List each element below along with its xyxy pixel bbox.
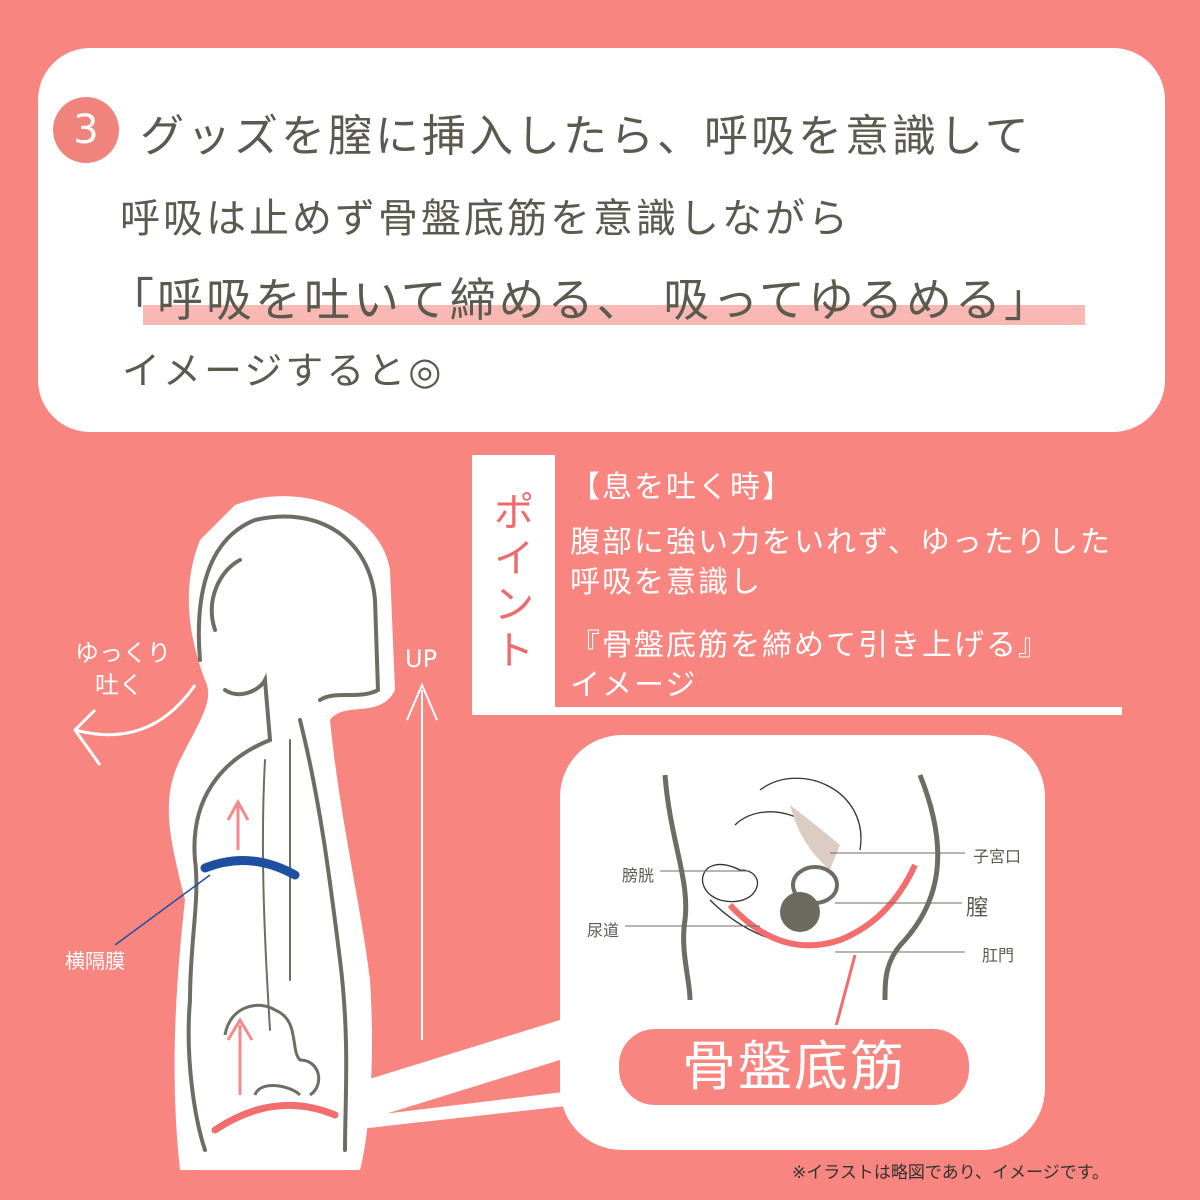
label-leaders	[625, 852, 965, 953]
diaphragm-leader	[114, 874, 211, 946]
hip-outline	[662, 774, 941, 1001]
body-pelvis-sketch	[223, 1003, 321, 1097]
instruction-card	[38, 48, 1165, 432]
uterus	[790, 805, 840, 870]
exhale-arrow	[73, 684, 197, 766]
point-label-column	[472, 455, 555, 715]
body-silhouette	[168, 496, 395, 1170]
point-label: ポイント	[494, 490, 534, 674]
pelvic-floor-arc	[211, 1101, 339, 1134]
inserted-device	[780, 892, 820, 932]
step-line-3: 「呼吸を吐いて締める、 吸ってゆるめる」	[108, 273, 1053, 327]
highlight-underline	[143, 305, 1085, 325]
exhale-label-1: ゆっくり	[75, 639, 171, 667]
diaphragm-label: 横隔膜	[65, 949, 125, 973]
up-arrows-pink	[226, 798, 254, 1095]
label-cervix: 子宮口	[973, 847, 1022, 866]
connector-beam-2	[350, 1085, 620, 1130]
pelvic-floor-label: 骨盤底筋	[615, 1025, 973, 1109]
point-underline	[472, 707, 1122, 715]
up-arrow-white	[406, 682, 438, 1040]
label-vagina: 膣	[966, 896, 989, 921]
up-label: UP	[405, 645, 438, 673]
label-urethra: 尿道	[587, 921, 620, 940]
step-line-2: 呼吸は止めず骨盤底筋を意識しながら	[120, 196, 851, 242]
label-bladder: 膀胱	[622, 866, 655, 885]
organ-outlines	[702, 777, 862, 947]
point-line-3: 『骨盤底筋を締めて引き上げる』	[570, 628, 1050, 663]
label-anus: 肛門	[982, 946, 1015, 965]
step-number-badge: 3	[53, 97, 119, 163]
body-outline	[186, 514, 381, 1152]
exhale-label-2: 吐く	[95, 671, 143, 699]
pelvic-floor-muscle	[727, 863, 918, 949]
connector-beam	[350, 1020, 560, 1125]
point-heading: 【息を吐く時】	[570, 470, 794, 505]
diaphragm-line	[200, 855, 300, 880]
point-line-2: 呼吸を意識し	[570, 565, 762, 600]
footnote: ※イラストは略図であり、イメージです。	[792, 1163, 1110, 1183]
point-line-1: 腹部に強い力をいれず、ゆったりした	[570, 525, 1112, 560]
muscle-pointer	[833, 954, 857, 1031]
step-title: グッズを膣に挿入したら、呼吸を意識して	[140, 111, 1032, 162]
step-line-4: イメージすると◎	[122, 349, 445, 393]
point-line-4: イメージ	[570, 668, 698, 703]
